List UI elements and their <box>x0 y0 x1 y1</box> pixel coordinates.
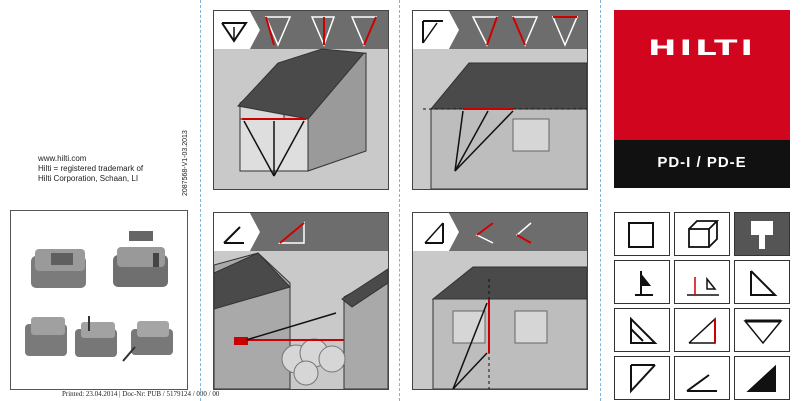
triangle-pythagoras-icon <box>614 308 670 352</box>
measure-arrows <box>243 120 305 177</box>
house-illustration <box>214 252 388 389</box>
triangle-icon <box>734 260 790 304</box>
height-angle-icon <box>422 20 443 44</box>
volume-icon <box>674 212 730 256</box>
function-tag <box>214 11 260 49</box>
fold-line-2 <box>399 0 400 401</box>
bush-illustration <box>281 338 346 386</box>
angle-distance-icon <box>223 226 244 244</box>
device-marker <box>234 337 248 345</box>
gable-triangle-icon <box>221 22 248 43</box>
device-closed <box>113 231 168 287</box>
height-measure-icon <box>674 260 730 304</box>
house-illustration <box>429 62 587 189</box>
vertical-distance-scene <box>424 222 587 389</box>
measure-arrows <box>454 110 514 172</box>
function-tag <box>413 11 459 49</box>
panel-vertical-distance <box>412 212 588 390</box>
house-illustration <box>237 48 367 172</box>
house-illustration <box>431 266 587 389</box>
measure-arrow <box>245 312 337 341</box>
function-icon-grid <box>614 212 790 400</box>
device-open-battery <box>31 249 86 288</box>
indirect-height-icon <box>674 308 730 352</box>
function-tag <box>413 213 459 251</box>
step-icons <box>475 222 532 244</box>
tilt-icon <box>734 356 790 400</box>
brand-black-panel: PD-I / PD-E <box>614 140 790 188</box>
fold-line-3 <box>600 0 601 401</box>
indirect-distance-scene <box>214 221 388 389</box>
function-tag <box>214 213 260 251</box>
horizontal-measure-scene <box>422 16 587 189</box>
height-triangle-icon <box>424 222 444 244</box>
device-end-piece <box>25 317 67 356</box>
step-icons <box>277 221 305 244</box>
model-name: PD-I / PD-E <box>657 154 747 171</box>
panel-indirect-distance <box>213 212 389 390</box>
device-with-pin <box>122 321 173 362</box>
trapezoid-icon <box>614 260 670 304</box>
level-icon <box>674 356 730 400</box>
measure-arrows <box>452 302 488 389</box>
website-text: www.hilti.com <box>38 154 87 163</box>
step-icons <box>264 16 378 48</box>
step-icons <box>471 16 579 47</box>
fold-line-1 <box>200 0 201 401</box>
device-illustration-box <box>10 210 188 390</box>
panel-horizontal-measure <box>412 10 588 190</box>
corporation-text: Hilti Corporation, Schaan, LI <box>38 174 139 183</box>
brand-red-panel: HILTI <box>614 10 790 140</box>
panel-triangle-measure <box>213 10 389 190</box>
device-end-piece-open <box>75 316 117 357</box>
painter-area-icon <box>734 212 790 256</box>
angle-measure-icon <box>614 356 670 400</box>
printed-footer: Printed: 23.04.2014 | Doc-Nr: PUB / 5179… <box>62 390 220 398</box>
contact-info: www.hilti.com Hilti = registered tradema… <box>38 154 143 184</box>
doc-code: 2087568-V1-03.2013 <box>182 130 189 196</box>
device-illustrations <box>25 231 173 362</box>
area-icon <box>614 212 670 256</box>
hilti-logo: HILTI <box>648 35 756 61</box>
triangle-measure-scene <box>221 16 378 177</box>
indirect-width-icon <box>734 308 790 352</box>
trademark-text: Hilti = registered trademark of <box>38 164 144 173</box>
